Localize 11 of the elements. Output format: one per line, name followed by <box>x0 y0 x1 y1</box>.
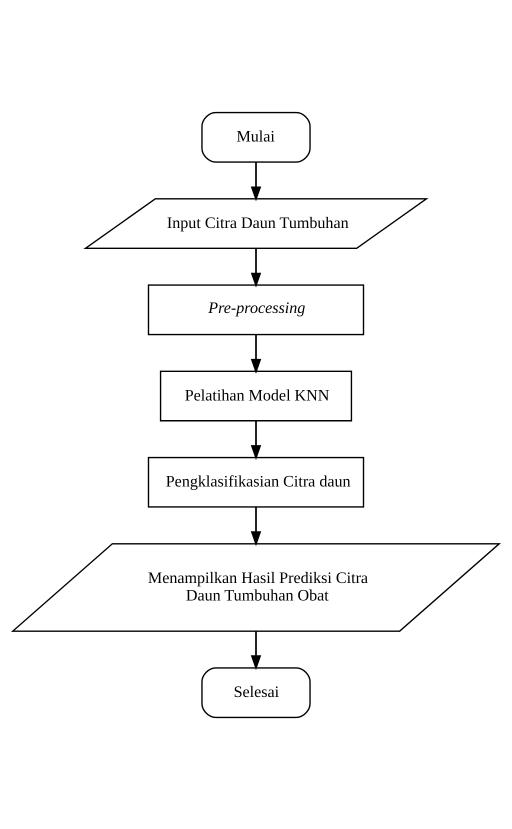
node-box: Mulai <box>201 111 311 162</box>
arrow <box>250 334 262 374</box>
node-box: Selesai <box>201 666 311 718</box>
node-box: Pre-processing <box>148 284 364 335</box>
arrow <box>250 420 262 460</box>
arrow <box>250 630 262 670</box>
arrow <box>250 506 262 546</box>
arrow <box>250 248 262 288</box>
node-box: Pelatihan Model KNN <box>160 370 352 421</box>
node-box: Pengklasifikasian Citra daun <box>148 456 364 508</box>
arrow <box>250 162 262 201</box>
